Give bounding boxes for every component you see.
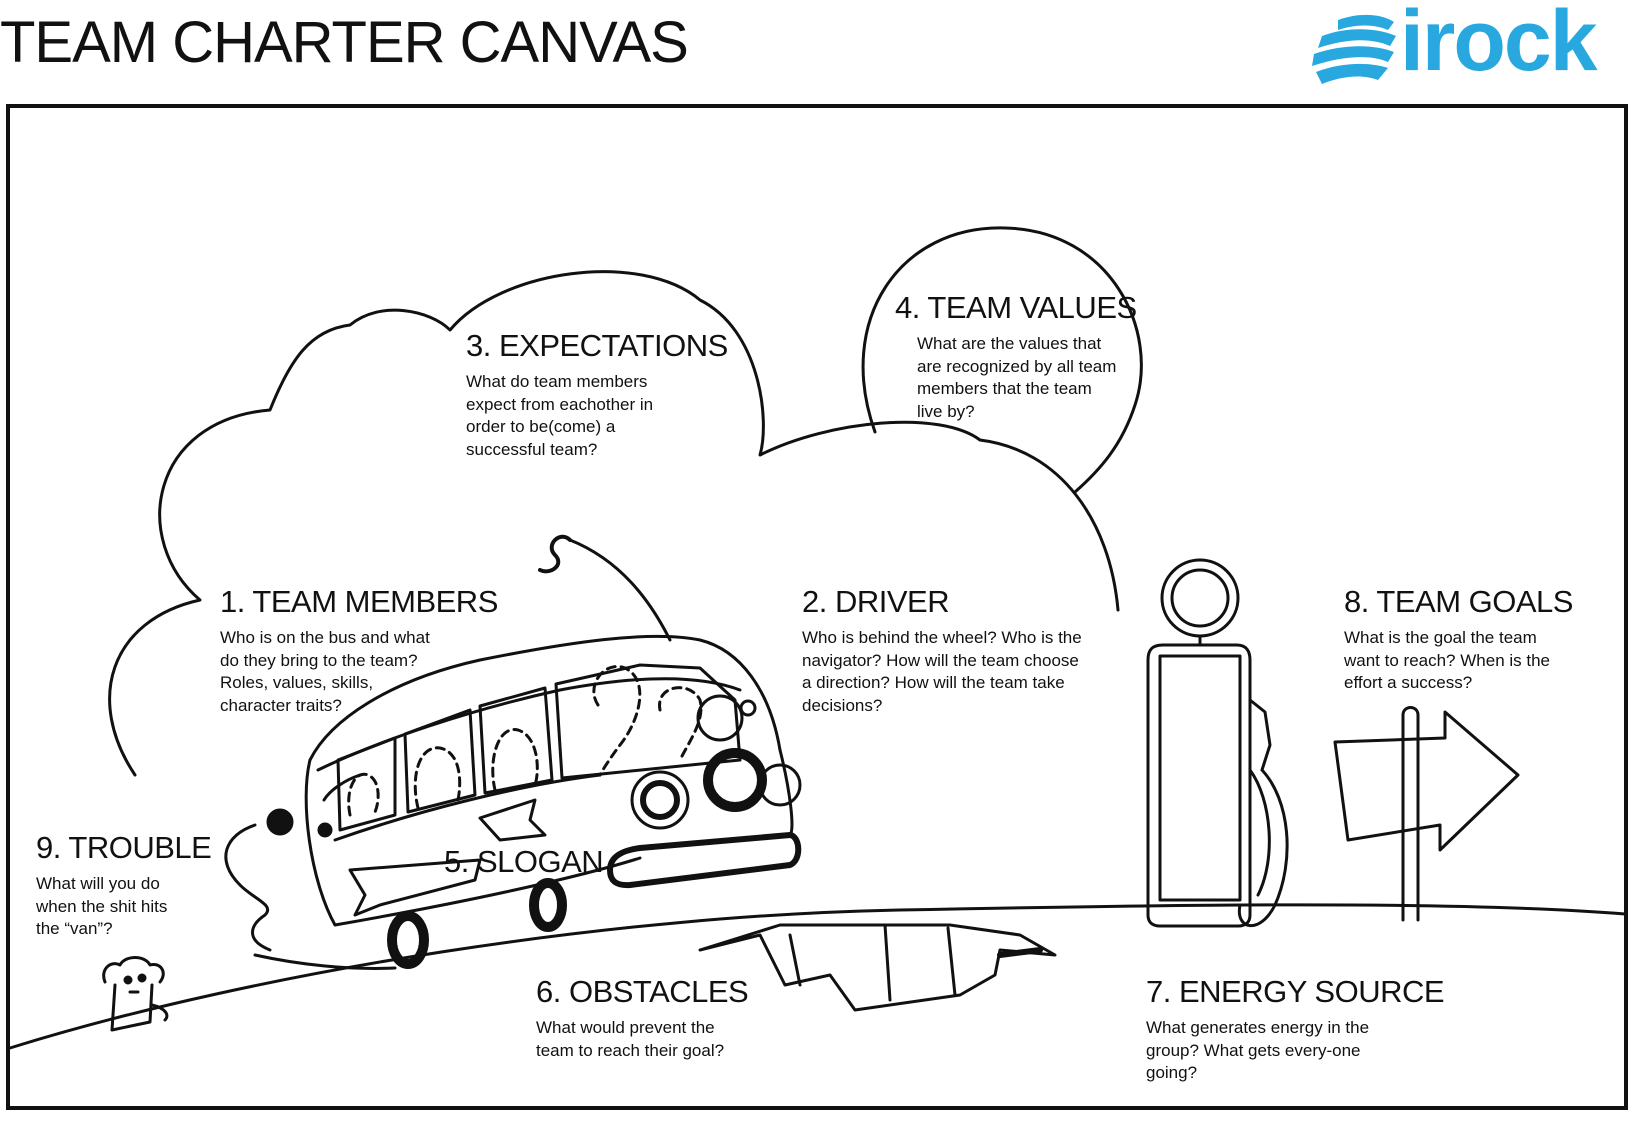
expectations-text: What do team members expect from eachoth… xyxy=(466,372,654,459)
team-goals-heading: 8. TEAM GOALS xyxy=(1344,584,1573,619)
gas-pump xyxy=(1146,558,1289,928)
section-obstacles: 6. OBSTACLES What would prevent the team… xyxy=(536,976,796,1062)
goal-sign xyxy=(1333,706,1520,922)
bus xyxy=(224,534,802,970)
trouble-heading: 9. TROUBLE xyxy=(36,830,212,865)
section-driver: 2. DRIVER Who is behind the wheel? Who i… xyxy=(802,586,1092,717)
canvas-frame xyxy=(6,104,1628,1110)
values-circle xyxy=(861,226,1143,494)
cloud-outline xyxy=(108,270,1120,777)
team-values-heading: 4. TEAM VALUES xyxy=(895,290,1137,325)
section-team-goals: 8. TEAM GOALS What is the goal the team … xyxy=(1344,586,1614,695)
expectations-heading: 3. EXPECTATIONS xyxy=(466,328,728,363)
team-members-text: Who is on the bus and what do they bring… xyxy=(220,628,430,715)
trouble-text: What will you do when the shit hits the … xyxy=(36,874,168,938)
dog xyxy=(102,956,169,1032)
slogan-heading: 5. SLOGAN xyxy=(444,844,604,879)
section-team-values: 4. TEAM VALUES What are the values that … xyxy=(895,292,1155,423)
team-members-heading: 1. TEAM MEMBERS xyxy=(220,584,498,619)
team-values-text: What are the values that are recognized … xyxy=(917,334,1117,421)
section-team-members: 1. TEAM MEMBERS Who is on the bus and wh… xyxy=(220,584,498,717)
driver-text: Who is behind the wheel? Who is the navi… xyxy=(802,628,1082,715)
obstacle-crack xyxy=(698,923,1057,1012)
energy-source-text: What generates energy in the group? What… xyxy=(1146,1018,1370,1082)
energy-source-heading: 7. ENERGY SOURCE xyxy=(1146,974,1445,1009)
logo-wordmark: irock xyxy=(1400,0,1598,89)
ground-line xyxy=(8,903,1627,1050)
irock-logo: irock xyxy=(1308,0,1628,88)
team-goals-text: What is the goal the team want to reach?… xyxy=(1344,628,1551,692)
driver-heading: 2. DRIVER xyxy=(802,584,950,619)
section-energy-source: 7. ENERGY SOURCE What generates energy i… xyxy=(1146,974,1445,1085)
logo-swoosh-icon xyxy=(1312,14,1396,84)
obstacles-heading: 6. OBSTACLES xyxy=(536,974,749,1009)
obstacles-text: What would prevent the team to reach the… xyxy=(536,1018,725,1060)
page-title: TEAM CHARTER CANVAS xyxy=(0,10,689,75)
section-trouble: 9. TROUBLE What will you do when the shi… xyxy=(36,832,236,941)
section-expectations: 3. EXPECTATIONS What do team members exp… xyxy=(466,330,766,461)
